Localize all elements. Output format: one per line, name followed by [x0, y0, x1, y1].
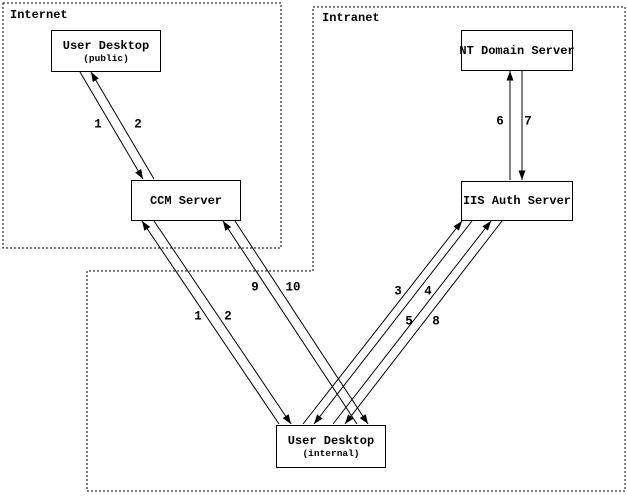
flow-label-10: 10 — [285, 280, 301, 295]
intranet-region-outline — [86, 6, 626, 492]
arrow-5-internal-desktop-to-iis — [332, 220, 492, 425]
flow-label-4: 4 — [424, 284, 432, 299]
flow-label-2-public: 2 — [134, 117, 142, 132]
node-title: User Desktop — [62, 38, 150, 53]
flow-label-7: 7 — [524, 114, 532, 129]
node-user-desktop-internal: User Desktop (internal) — [276, 425, 386, 468]
node-user-desktop-public: User Desktop (public) — [51, 30, 161, 72]
node-nt-domain-server: NT Domain Server — [459, 30, 575, 71]
node-subtitle: (internal) — [302, 448, 360, 459]
node-title: NT Domain Server — [459, 43, 575, 58]
flow-label-3: 3 — [394, 284, 402, 299]
flow-label-1-public: 1 — [94, 117, 102, 132]
arrow-3-internal-desktop-to-iis — [302, 220, 463, 425]
flow-label-9: 9 — [251, 280, 259, 295]
flow-label-8: 8 — [432, 314, 440, 329]
intranet-region-label: Intranet — [321, 11, 381, 25]
arrow-2-ccm-to-internal-desktop — [153, 220, 292, 425]
flow-label-1-internal: 1 — [194, 309, 202, 324]
node-title: User Desktop — [287, 434, 375, 448]
arrow-10-ccm-to-internal-desktop — [234, 220, 369, 425]
arrow-1-internal-desktop-to-ccm — [141, 220, 280, 425]
flow-label-6: 6 — [496, 114, 504, 129]
arrow-2-ccm-to-public-desktop — [90, 71, 155, 180]
arrow-8-iis-to-internal-desktop — [344, 220, 503, 425]
flow-label-2-internal: 2 — [224, 309, 232, 324]
node-ccm-server: CCM Server — [131, 180, 241, 221]
arrow-4-iis-to-internal-desktop — [313, 220, 473, 425]
flow-label-5: 5 — [405, 314, 413, 329]
internet-region-label: Internet — [9, 8, 69, 22]
node-subtitle: (public) — [83, 52, 129, 64]
node-title: CCM Server — [149, 193, 222, 208]
arrow-9-internal-desktop-to-ccm — [222, 220, 358, 425]
internet-region-outline — [2, 2, 282, 249]
node-iis-auth-server: IIS Auth Server — [461, 181, 573, 221]
node-title: IIS Auth Server — [462, 194, 572, 208]
arrow-1-public-desktop-to-ccm — [79, 71, 144, 180]
